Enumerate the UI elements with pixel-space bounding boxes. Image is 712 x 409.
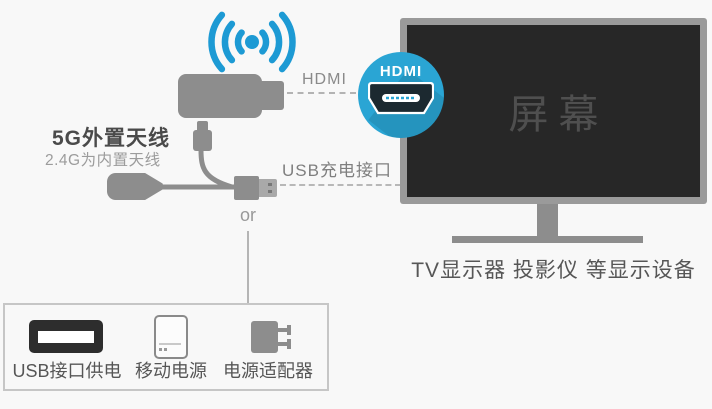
dongle-body: [178, 74, 262, 118]
power-options-box: [3, 303, 329, 391]
tv-caption: TV显示器 投影仪 等显示设备: [411, 259, 696, 282]
power-bank-icon: [154, 315, 188, 359]
usb-male-plug-metal: [259, 179, 277, 197]
antenna-title: 5G外置天线: [52, 127, 171, 150]
dongle-hdmi-connector: [261, 81, 284, 110]
micro-usb-plug-body: [193, 130, 212, 151]
usb-power-cable: [152, 149, 237, 190]
tv-stand-neck: [537, 203, 558, 239]
usb-male-plug: [234, 176, 259, 200]
usb-charge-label: USB充电接口: [282, 161, 392, 180]
tv-screen: 屏幕: [407, 25, 700, 197]
tv-frame: 屏幕: [400, 18, 707, 204]
hdmi-dashed-line: [287, 92, 356, 94]
hdmi-port-icon: [368, 82, 434, 115]
wifi-signal-icon: [208, 11, 296, 73]
hdmi-badge: HDMI: [358, 52, 444, 138]
hdmi-line-label: HDMI: [302, 71, 347, 88]
or-label: or: [240, 205, 257, 225]
micro-usb-plug-tip: [197, 121, 208, 131]
or-connector-line: [247, 231, 249, 303]
usb-dashed-line: [280, 184, 401, 186]
usb-port-icon: [29, 320, 103, 353]
power-option-label-adapter: 电源适配器: [223, 361, 313, 381]
power-adapter-icon: [251, 321, 291, 353]
tv-stand-base: [452, 236, 643, 243]
hdmi-badge-label: HDMI: [379, 63, 423, 80]
screen-label: 屏幕: [508, 93, 609, 137]
power-option-label-bank: 移动电源: [135, 361, 207, 381]
usb-port-slot: [38, 331, 94, 343]
power-option-label-usb: USB接口供电: [12, 361, 122, 381]
antenna-subtitle: 2.4G为内置天线: [45, 152, 161, 169]
